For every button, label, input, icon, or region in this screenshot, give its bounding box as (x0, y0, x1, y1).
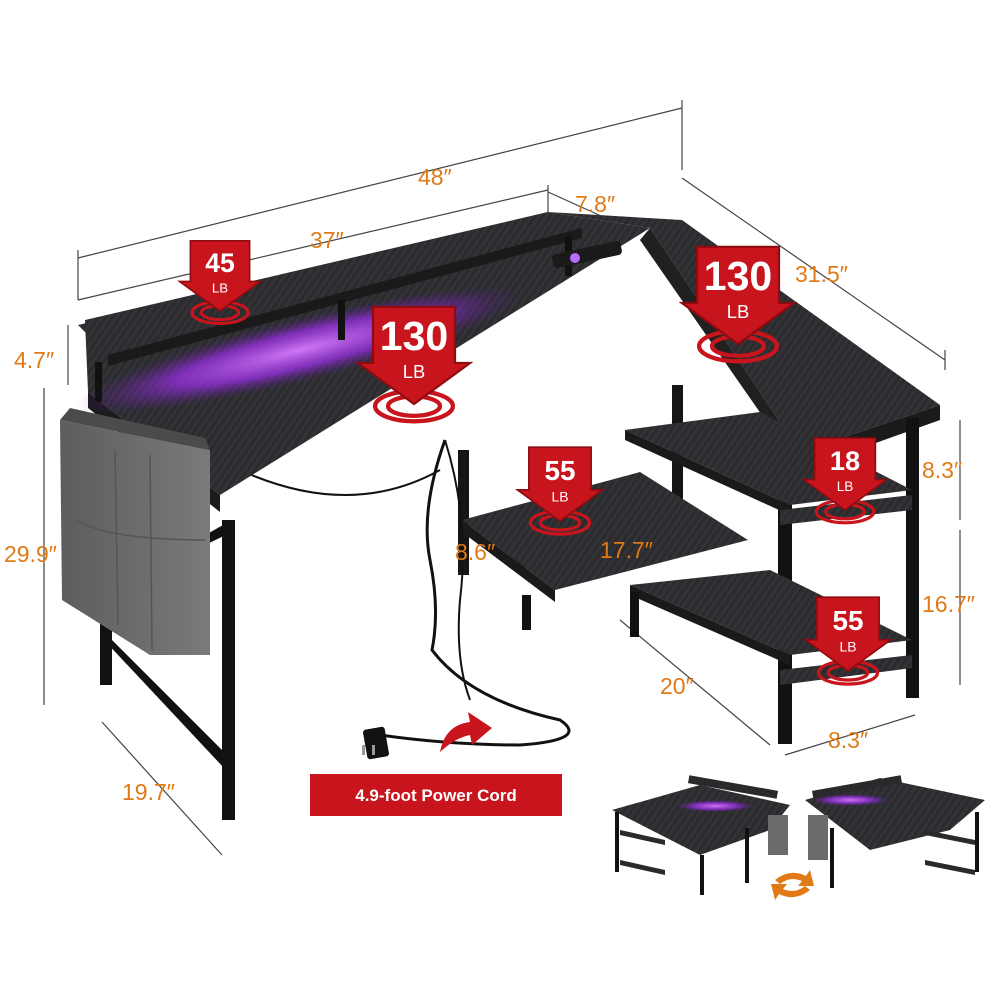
dim-shelf-depth: 8.3″ (828, 727, 868, 753)
power-cord-callout: 4.9-foot Power Cord (310, 712, 562, 816)
load-badge-value: 18 (830, 445, 860, 476)
load-badge-value: 45 (205, 248, 234, 278)
monitor-stand (78, 212, 622, 402)
thumbnail-right (805, 775, 985, 888)
swap-arrows-icon (771, 870, 814, 900)
curved-arrow-icon (440, 712, 492, 752)
dim-shelf-length: 20″ (660, 673, 694, 699)
dim-shelf-gap-bottom: 16.7″ (922, 591, 975, 617)
load-badge-unit: LB (551, 488, 568, 504)
dim-monitor-stand-height: 4.7″ (14, 347, 54, 373)
power-cord-label: 4.9-foot Power Cord (355, 786, 517, 805)
thumbnail-left (612, 775, 790, 895)
dim-shelf-gap-top: 8.3″ (922, 457, 962, 483)
load-badge-unit: LB (727, 301, 749, 322)
dim-footrest-width: 17.7″ (600, 537, 653, 563)
dim-monitor-stand-depth: 7.8″ (575, 191, 615, 217)
dim-side-length: 31.5″ (795, 261, 848, 287)
dim-desk-width: 37″ (310, 227, 344, 253)
load-badge-value: 55 (544, 455, 575, 486)
dimension-labels: 48″ 37″ 7.8″ 31.5″ 4.7″ 29.9″ 19.7″ 8.3″… (4, 164, 975, 805)
load-badge-unit: LB (837, 479, 854, 494)
load-badge-value: 55 (832, 605, 863, 636)
load-badge-value: 130 (704, 253, 772, 299)
power-cord-label-box (310, 774, 562, 816)
load-badge-unit: LB (839, 638, 856, 654)
storage-pocket (60, 408, 210, 655)
load-badge-unit: LB (403, 361, 425, 382)
reversible-thumbnails (612, 775, 985, 900)
power-cord (362, 439, 571, 760)
load-badge-unit: LB (212, 280, 228, 295)
dim-overall-width: 48″ (418, 164, 452, 190)
dim-height: 29.9″ (4, 541, 57, 567)
load-badge-value: 130 (380, 313, 448, 359)
dim-footrest-depth: 8.6″ (455, 539, 495, 565)
dim-depth: 19.7″ (122, 779, 175, 805)
